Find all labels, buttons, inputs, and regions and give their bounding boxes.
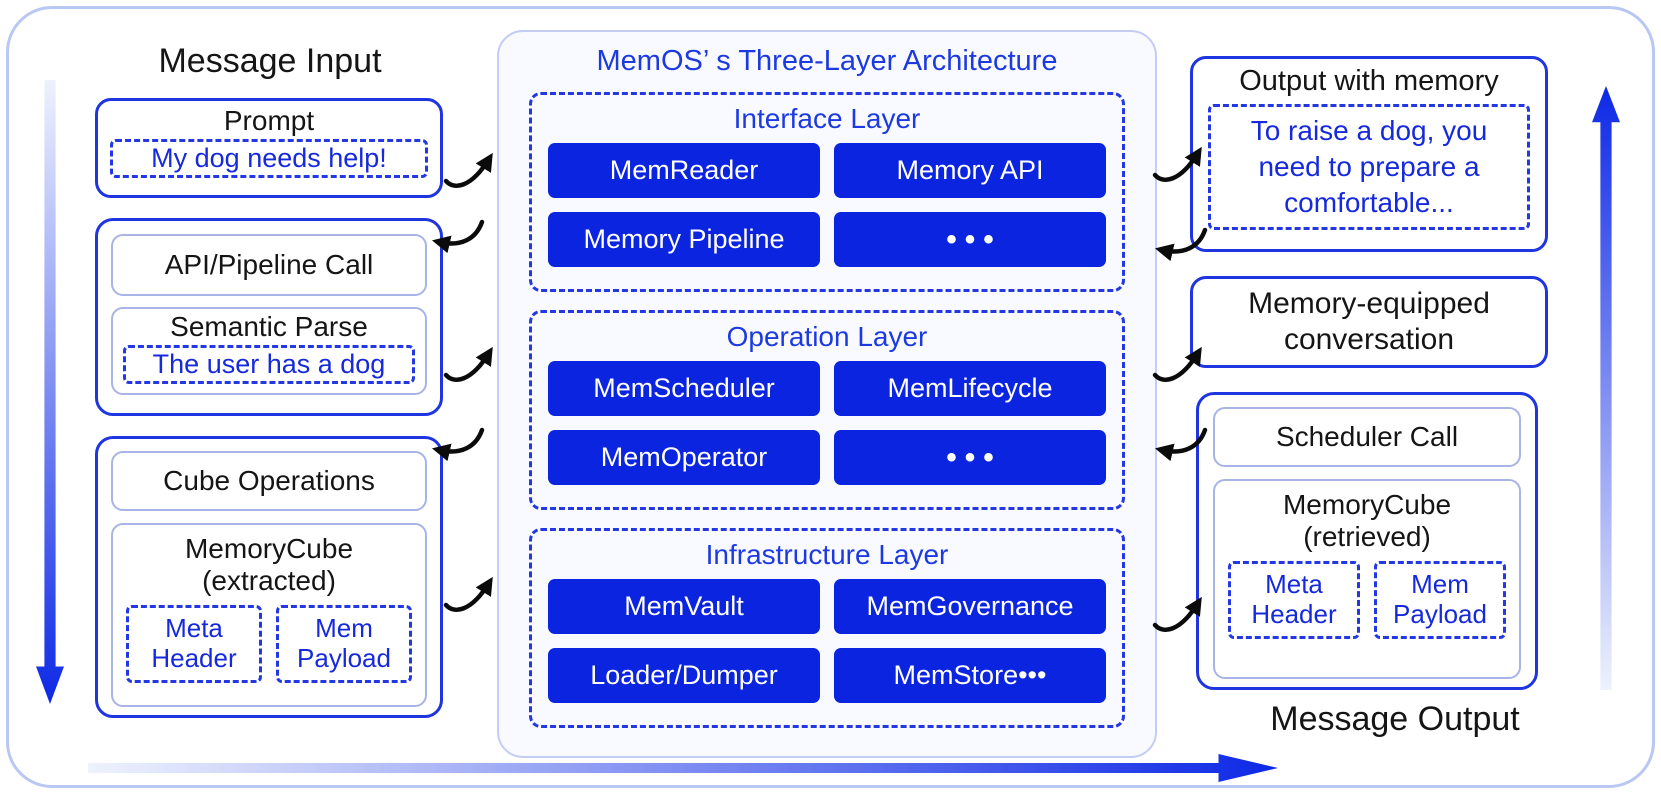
meta-header-box: Meta Header [126, 605, 262, 683]
pipeline-group-box: API/Pipeline Call Semantic Parse The use… [95, 218, 443, 416]
operation-more-ellipsis: ••• [834, 430, 1106, 485]
architecture-title: MemOS’ s Three-Layer Architecture [596, 45, 1058, 77]
arrow-operation-to-cube-icon [431, 427, 485, 462]
arrow-scheduler-to-operation-icon [1154, 427, 1208, 462]
module-memscheduler: MemScheduler [548, 361, 820, 416]
memorycube-retrieved-subtitle: (retrieved) [1303, 521, 1431, 552]
module-memlifecycle: MemLifecycle [834, 361, 1106, 416]
arrow-semantic-to-operation-icon [443, 346, 493, 382]
message-input-title: Message Input [158, 42, 382, 80]
infrastructure-layer-title: Infrastructure Layer [705, 539, 949, 570]
cube-group-box: Cube Operations MemoryCube (extracted) M… [95, 436, 443, 718]
mem-payload-retrieved-box: Mem Payload [1374, 561, 1506, 639]
semantic-parse-label: Semantic Parse [170, 311, 368, 342]
memos-architecture-panel: MemOS’ s Three-Layer Architecture Interf… [497, 30, 1157, 758]
arrow-interface-to-output-icon [1152, 146, 1202, 182]
operation-layer-section: Operation Layer MemScheduler MemLifecycl… [529, 310, 1125, 510]
message-output-title: Message Output [1270, 700, 1520, 738]
operation-layer-grid: MemScheduler MemLifecycle MemOperator ••… [532, 361, 1122, 485]
module-memvault: MemVault [548, 579, 820, 634]
memorycube-title: MemoryCube [184, 533, 354, 564]
prompt-content-box: My dog needs help! [110, 139, 428, 178]
scheduler-call-box: Scheduler Call [1213, 407, 1521, 467]
module-memory-pipeline: Memory Pipeline [548, 212, 820, 267]
memorycube-retrieved-box: MemoryCube (retrieved) Meta Header Mem P… [1213, 479, 1521, 679]
memorycube-extracted-box: MemoryCube (extracted) Meta Header Mem P… [111, 523, 427, 707]
memorycube-subtitle: (extracted) [202, 565, 336, 596]
module-loader-dumper: Loader/Dumper [548, 648, 820, 703]
arrow-interface-to-api-icon [431, 219, 485, 254]
infrastructure-layer-section: Infrastructure Layer MemVault MemGoverna… [529, 528, 1125, 728]
memory-equipped-conversation-box: Memory-equipped conversation [1190, 276, 1548, 368]
interface-more-ellipsis: ••• [834, 212, 1106, 267]
mem-payload-box: Mem Payload [276, 605, 412, 683]
module-memgovernance: MemGovernance [834, 579, 1106, 634]
scheduler-group-box: Scheduler Call MemoryCube (retrieved) Me… [1196, 392, 1538, 690]
module-memory-api: Memory API [834, 143, 1106, 198]
interface-layer-title: Interface Layer [733, 103, 921, 134]
api-pipeline-call-box: API/Pipeline Call [111, 234, 427, 296]
arrow-infrastructure-to-retrieved-icon [1152, 596, 1202, 632]
output-with-memory-box: Output with memory To raise a dog, you n… [1190, 56, 1548, 252]
arrow-prompt-to-interface-icon [443, 152, 493, 188]
arrow-memorycube-to-infrastructure-icon [443, 576, 493, 612]
interface-layer-section: Interface Layer MemReader Memory API Mem… [529, 92, 1125, 292]
infrastructure-layer-grid: MemVault MemGovernance Loader/Dumper Mem… [532, 579, 1122, 703]
interface-layer-grid: MemReader Memory API Memory Pipeline ••• [532, 143, 1122, 267]
cube-operations-box: Cube Operations [111, 451, 427, 511]
module-memoperator: MemOperator [548, 430, 820, 485]
memorycube-retrieved-parts-row: Meta Header Mem Payload [1215, 561, 1519, 639]
arrow-conversation-to-interface-icon [1154, 227, 1208, 262]
meta-header-retrieved-box: Meta Header [1228, 561, 1360, 639]
arrow-operation-to-right-icon [1152, 346, 1202, 382]
semantic-parse-content-box: The user has a dog [123, 345, 415, 384]
output-content-box: To raise a dog, you need to prepare a co… [1208, 104, 1530, 230]
output-with-memory-label: Output with memory [1239, 65, 1499, 97]
module-memstore: MemStore••• [834, 648, 1106, 703]
semantic-parse-box: Semantic Parse The user has a dog [111, 307, 427, 395]
memorycube-retrieved-title: MemoryCube [1282, 489, 1452, 520]
memorycube-parts-row: Meta Header Mem Payload [113, 605, 425, 683]
prompt-box: Prompt My dog needs help! [95, 98, 443, 198]
operation-layer-title: Operation Layer [726, 321, 928, 352]
module-memreader: MemReader [548, 143, 820, 198]
prompt-label: Prompt [223, 105, 315, 136]
